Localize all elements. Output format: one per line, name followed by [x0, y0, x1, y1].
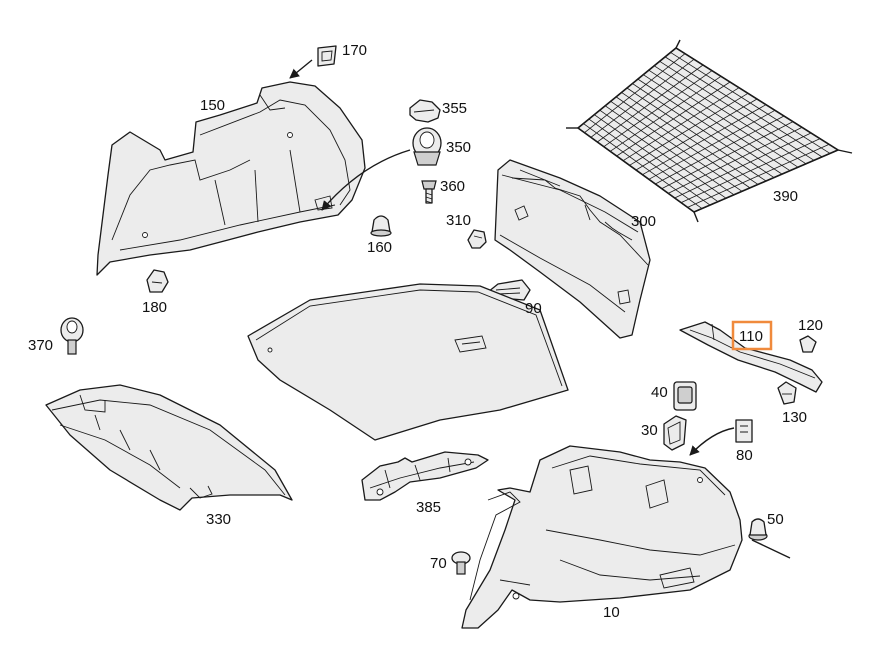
- part-50-plug[interactable]: [748, 518, 768, 541]
- leader-50: [751, 539, 791, 559]
- part-170-clip[interactable]: [289, 45, 337, 79]
- part-310-clip[interactable]: [467, 229, 487, 249]
- label-180: 180: [142, 299, 167, 316]
- part-130-clip[interactable]: [777, 381, 797, 405]
- label-360: 360: [440, 178, 465, 195]
- label-350: 350: [446, 139, 471, 156]
- label-40: 40: [651, 384, 668, 401]
- label-120: 120: [798, 317, 823, 334]
- label-70: 70: [430, 555, 447, 572]
- net-mesh-line: [664, 56, 823, 158]
- label-80: 80: [736, 447, 753, 464]
- label-150: 150: [200, 97, 225, 114]
- label-300: 300: [631, 213, 656, 230]
- part-355-hook[interactable]: [409, 99, 441, 123]
- label-160: 160: [367, 239, 392, 256]
- label-130: 130: [782, 409, 807, 426]
- label-30: 30: [641, 422, 658, 439]
- part-360-screw[interactable]: [421, 180, 437, 204]
- label-110[interactable]: 110: [739, 328, 763, 345]
- label-355: 355: [442, 100, 467, 117]
- part-70-fastener[interactable]: [451, 551, 471, 575]
- part-30-lamp[interactable]: [663, 415, 687, 451]
- label-370: 370: [28, 337, 53, 354]
- part-180-clip[interactable]: [146, 269, 169, 293]
- part-385-bracket[interactable]: [361, 451, 489, 501]
- net-mesh-line: [687, 143, 830, 208]
- label-310: 310: [446, 212, 471, 229]
- label-390: 390: [773, 188, 798, 205]
- label-90: 90: [525, 300, 542, 317]
- part-40-switch[interactable]: [673, 381, 697, 411]
- label-170: 170: [342, 42, 367, 59]
- highlight-box-110: [731, 320, 773, 351]
- part-350-tie-down-ring[interactable]: [321, 127, 442, 211]
- part-120-clip[interactable]: [799, 335, 817, 353]
- part-150-left-side-trim[interactable]: [96, 81, 366, 276]
- part-160-plug[interactable]: [370, 215, 392, 237]
- part-330-cover-panel[interactable]: [45, 384, 293, 511]
- part-390-cargo-net[interactable]: [566, 39, 853, 223]
- net-mesh-line: [680, 138, 821, 204]
- part-370-lashing-eye[interactable]: [60, 317, 84, 355]
- label-330: 330: [206, 511, 231, 528]
- net-mesh-line: [674, 132, 812, 199]
- part-10-right-side-trim[interactable]: [461, 445, 743, 629]
- part-trunk-floor-board: [247, 283, 569, 441]
- part-80-bracket[interactable]: [689, 419, 753, 456]
- label-385: 385: [416, 499, 441, 516]
- label-10: 10: [603, 604, 620, 621]
- net-mesh-line: [670, 52, 831, 154]
- part-300-sill-trim[interactable]: [494, 159, 651, 339]
- label-50: 50: [767, 511, 784, 528]
- part-110-trim-piece[interactable]: [679, 321, 823, 393]
